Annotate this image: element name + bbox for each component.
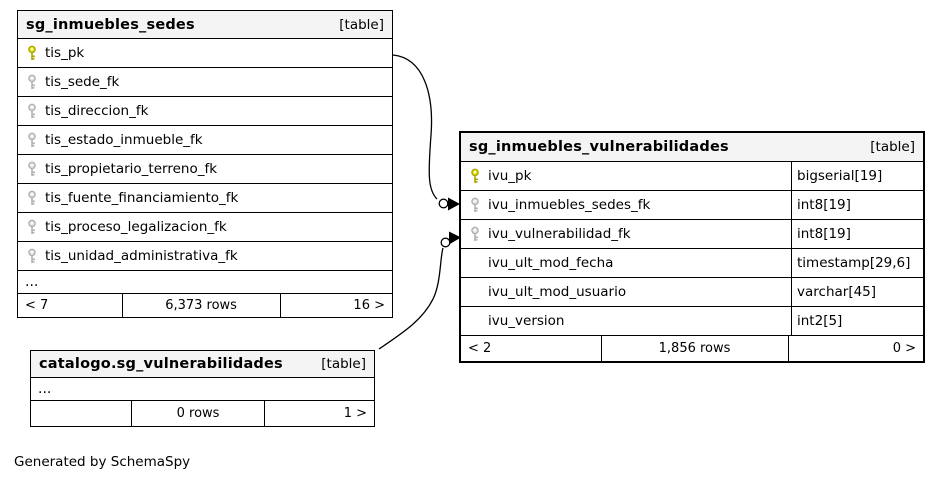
column-type: varchar[45] bbox=[791, 278, 923, 306]
column-row-tis_proceso_legalizacion_fk[interactable]: tis_proceso_legalizacion_fk bbox=[18, 213, 392, 242]
column-type: int8[19] bbox=[791, 191, 923, 219]
fk-connector-sedes-to-vuln bbox=[392, 54, 438, 200]
table-node-catalogo-sg-vulnerabilidades[interactable]: catalogo.sg_vulnerabilidades [table] ...… bbox=[30, 350, 375, 427]
row-count: 0 rows bbox=[131, 401, 265, 426]
column-name: tis_proceso_legalizacion_fk bbox=[45, 219, 227, 235]
column-name: ivu_ult_mod_fecha bbox=[488, 255, 614, 271]
foreign-key-icon bbox=[25, 74, 38, 90]
table-header[interactable]: sg_inmuebles_sedes [table] bbox=[18, 11, 392, 39]
column-row-ivu_inmuebles_sedes_fk[interactable]: ivu_inmuebles_sedes_fk int8[19] bbox=[461, 191, 923, 220]
column-row-ivu_vulnerabilidad_fk[interactable]: ivu_vulnerabilidad_fk int8[19] bbox=[461, 220, 923, 249]
primary-key-icon bbox=[25, 45, 38, 61]
column-type: bigserial[19] bbox=[791, 162, 923, 190]
table-node-sg-inmuebles-vulnerabilidades[interactable]: sg_inmuebles_vulnerabilidades [table] iv… bbox=[459, 131, 925, 363]
column-name: tis_estado_inmueble_fk bbox=[45, 132, 203, 148]
hidden-columns-ellipsis: ... bbox=[31, 378, 374, 401]
related-tables-left-count bbox=[31, 401, 131, 426]
column-name: tis_sede_fk bbox=[45, 74, 120, 90]
hidden-columns-ellipsis: ... bbox=[18, 271, 392, 294]
column-name: ivu_pk bbox=[488, 168, 532, 184]
foreign-key-icon bbox=[25, 103, 38, 119]
table-footer: < 2 1,856 rows 0 > bbox=[461, 336, 923, 361]
related-tables-left-count: < 2 bbox=[468, 341, 492, 356]
table-type-badge: [table] bbox=[870, 139, 915, 155]
column-row-tis_pk[interactable]: tis_pk bbox=[18, 39, 392, 68]
column-row-tis_unidad_administrativa_fk[interactable]: tis_unidad_administrativa_fk bbox=[18, 242, 392, 271]
foreign-key-icon bbox=[25, 132, 38, 148]
table-header[interactable]: sg_inmuebles_vulnerabilidades [table] bbox=[461, 133, 923, 162]
column-list: tis_pk tis_sede_fk tis_direccion_fk tis_est… bbox=[18, 39, 392, 271]
column-type: int8[19] bbox=[791, 220, 923, 248]
foreign-key-icon bbox=[25, 190, 38, 206]
related-tables-right-count: 0 > bbox=[892, 341, 916, 356]
column-name: tis_unidad_administrativa_fk bbox=[45, 248, 238, 264]
table-title[interactable]: sg_inmuebles_sedes bbox=[26, 16, 195, 33]
table-header[interactable]: catalogo.sg_vulnerabilidades [table] bbox=[31, 351, 374, 378]
table-title[interactable]: sg_inmuebles_vulnerabilidades bbox=[469, 139, 729, 155]
table-footer: < 7 6,373 rows 16 > bbox=[18, 294, 392, 317]
column-name: ivu_inmuebles_sedes_fk bbox=[488, 197, 651, 213]
fk-endpoint-circle bbox=[438, 198, 449, 209]
related-tables-right-count: 1 > bbox=[343, 406, 367, 421]
column-name: tis_pk bbox=[45, 45, 85, 61]
column-name: ivu_ult_mod_usuario bbox=[488, 284, 627, 300]
column-row-ivu_ult_mod_fecha[interactable]: ivu_ult_mod_fecha timestamp[29,6] bbox=[461, 249, 923, 278]
foreign-key-icon bbox=[25, 219, 38, 235]
column-row-tis_sede_fk[interactable]: tis_sede_fk bbox=[18, 68, 392, 97]
column-row-ivu_pk[interactable]: ivu_pk bigserial[19] bbox=[461, 162, 923, 191]
row-count: 1,856 rows bbox=[600, 336, 789, 361]
related-tables-right-count: 16 > bbox=[353, 298, 385, 313]
foreign-key-icon bbox=[468, 197, 481, 213]
foreign-key-icon bbox=[25, 161, 38, 177]
table-footer: 0 rows 1 > bbox=[31, 401, 374, 426]
column-name: ivu_vulnerabilidad_fk bbox=[488, 226, 631, 242]
table-type-badge: [table] bbox=[339, 16, 384, 33]
table-node-sg-inmuebles-sedes[interactable]: sg_inmuebles_sedes [table] tis_pk tis_sed… bbox=[17, 10, 393, 318]
column-type: timestamp[29,6] bbox=[791, 249, 923, 277]
column-name: ivu_version bbox=[488, 313, 565, 329]
column-row-tis_fuente_financiamiento_fk[interactable]: tis_fuente_financiamiento_fk bbox=[18, 184, 392, 213]
table-title[interactable]: catalogo.sg_vulnerabilidades bbox=[39, 356, 283, 372]
column-name: tis_direccion_fk bbox=[45, 103, 149, 119]
foreign-key-icon bbox=[468, 226, 481, 242]
column-name: tis_propietario_terreno_fk bbox=[45, 161, 218, 177]
fk-endpoint-circle bbox=[440, 237, 451, 248]
column-row-ivu_version[interactable]: ivu_version int2[5] bbox=[461, 307, 923, 336]
column-row-ivu_ult_mod_usuario[interactable]: ivu_ult_mod_usuario varchar[45] bbox=[461, 278, 923, 307]
column-row-tis_direccion_fk[interactable]: tis_direccion_fk bbox=[18, 97, 392, 126]
column-row-tis_propietario_terreno_fk[interactable]: tis_propietario_terreno_fk bbox=[18, 155, 392, 184]
column-type: int2[5] bbox=[791, 307, 923, 335]
column-name: tis_fuente_financiamiento_fk bbox=[45, 190, 239, 206]
table-type-badge: [table] bbox=[321, 356, 366, 372]
generated-by-note: Generated by SchemaSpy bbox=[14, 454, 191, 470]
column-row-tis_estado_inmueble_fk[interactable]: tis_estado_inmueble_fk bbox=[18, 126, 392, 155]
primary-key-icon bbox=[468, 168, 481, 184]
related-tables-left-count: < 7 bbox=[25, 298, 49, 313]
row-count: 6,373 rows bbox=[121, 294, 281, 317]
foreign-key-icon bbox=[25, 248, 38, 264]
